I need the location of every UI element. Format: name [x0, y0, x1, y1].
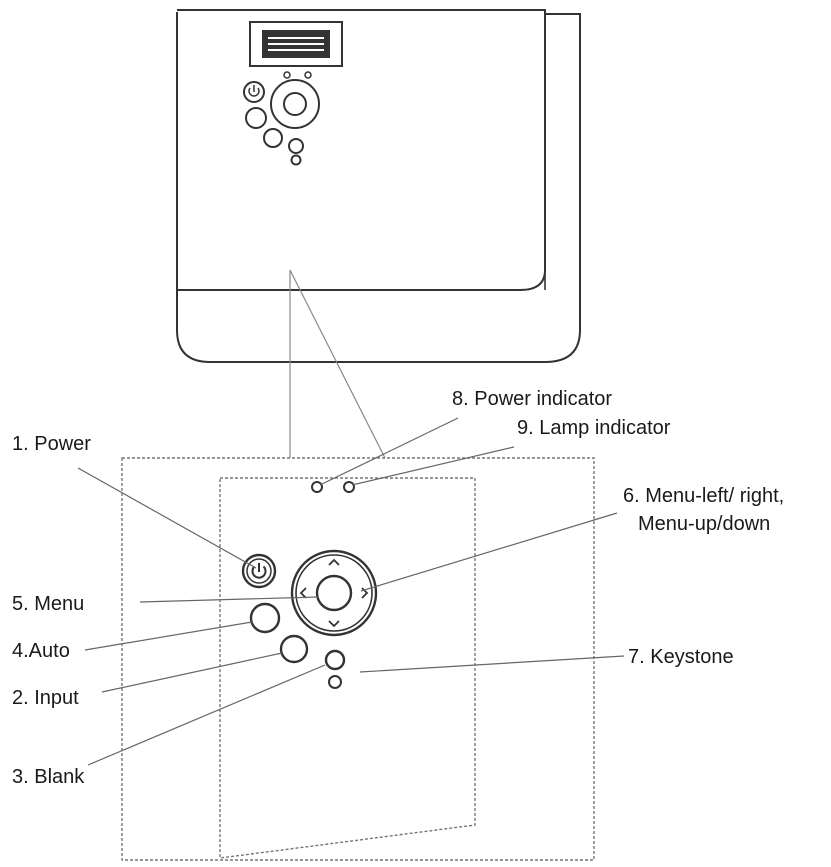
labels: 1. Power 5. Menu 4.Auto 2. Input 3. Blan… — [12, 388, 784, 788]
label-power-indicator: 8. Power indicator — [452, 388, 612, 410]
arrow-down-icon — [328, 620, 340, 628]
leader-power — [77, 467, 257, 569]
leader-lines — [77, 417, 625, 766]
leader-lamp-indicator — [351, 446, 515, 486]
zoom-connectors — [289, 269, 386, 459]
leader-power-indicator — [319, 417, 459, 486]
projector-top-view — [176, 9, 581, 363]
small-keystone-button — [290, 154, 302, 166]
inner-zoom-frame — [219, 477, 476, 859]
zoom-frames — [121, 457, 595, 861]
small-lamp-indicator — [304, 71, 312, 79]
arrow-left-icon — [299, 587, 307, 599]
leader-blank — [87, 664, 326, 766]
nav-arrows — [299, 558, 369, 628]
small-blank-button — [288, 138, 304, 154]
small-menu-button — [245, 107, 267, 129]
power-icon — [251, 563, 267, 579]
leader-auto — [84, 621, 253, 651]
outer-zoom-frame — [121, 457, 595, 861]
projector-top-panel — [177, 9, 546, 291]
auto-button — [279, 634, 309, 664]
leader-menu-nav — [360, 512, 618, 592]
arrow-up-icon — [328, 558, 340, 566]
nav-center-button — [315, 574, 353, 612]
small-nav-center — [283, 92, 307, 116]
small-power-button — [243, 81, 265, 103]
small-power-indicator — [283, 71, 291, 79]
nav-ring-outer — [290, 549, 378, 637]
label-blank: 3. Blank — [12, 766, 85, 788]
control-panel-enlarged — [241, 481, 378, 689]
small-nav-ring — [270, 79, 320, 129]
label-lamp-indicator: 9. Lamp indicator — [517, 417, 671, 439]
input-button — [324, 649, 346, 671]
leader-input — [101, 652, 283, 693]
menu-button — [249, 602, 281, 634]
small-input-button — [263, 128, 283, 148]
menu-navigation-pad — [290, 549, 378, 637]
label-auto: 4.Auto — [12, 640, 70, 662]
blank-button — [328, 675, 342, 689]
leader-menu — [139, 596, 319, 603]
label-menu: 5. Menu — [12, 593, 84, 615]
leader-keystone — [359, 655, 625, 673]
label-keystone: 7. Keystone — [628, 646, 734, 668]
label-power: 1. Power — [12, 433, 91, 455]
lamp-indicator-led — [343, 481, 355, 493]
projector-body-outline — [176, 12, 581, 363]
power-button — [241, 553, 277, 589]
vent-slot — [249, 21, 343, 67]
label-menu-nav-line1: 6. Menu-left/ right, — [623, 485, 784, 507]
power-indicator-led — [311, 481, 323, 493]
nav-ring-inner — [295, 554, 373, 632]
label-menu-nav-line2: Menu-up/down — [638, 513, 770, 535]
label-input: 2. Input — [12, 687, 79, 709]
